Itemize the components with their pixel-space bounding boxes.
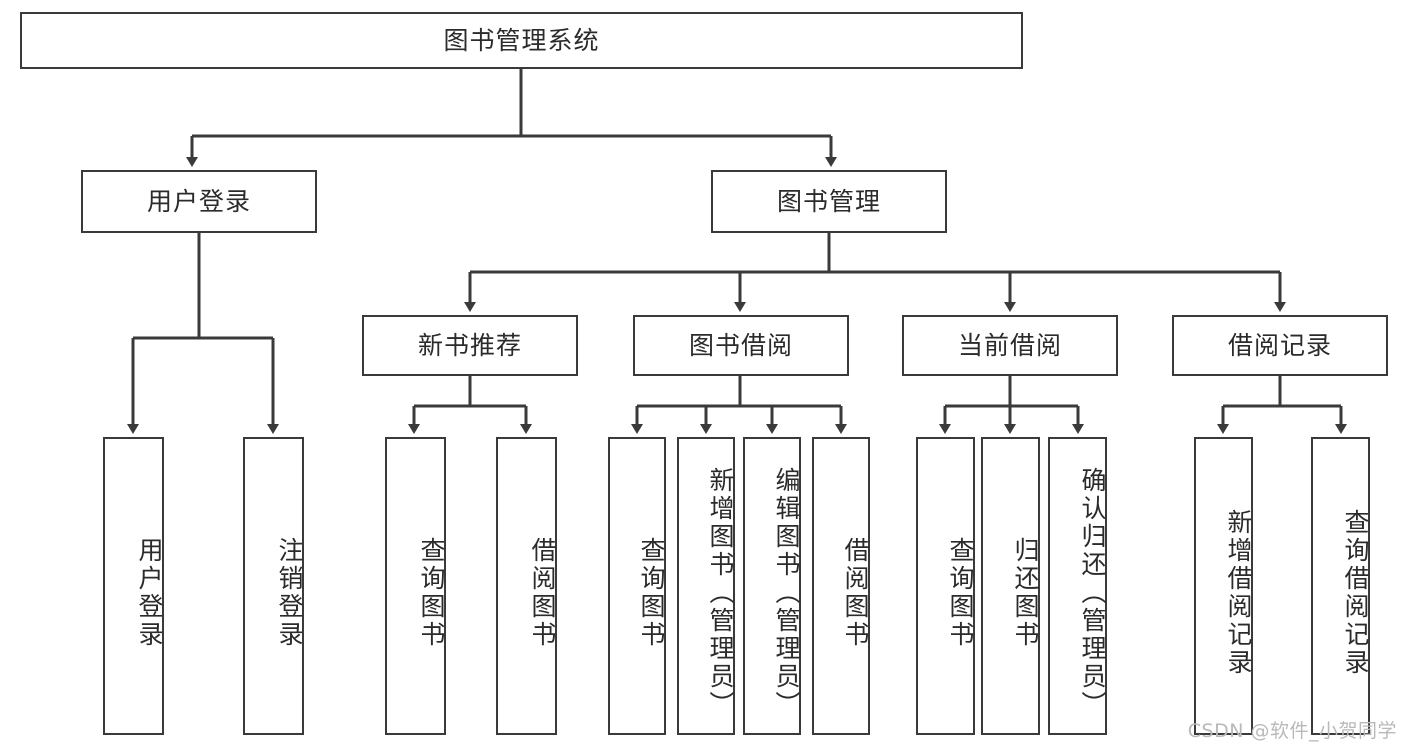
leaf-label: 新增借阅记录 (1224, 509, 1253, 677)
node-book-manage[interactable]: 图书管理 (711, 170, 947, 233)
leaf-label: 确认归还（管理员） (1078, 467, 1107, 719)
leaf-query-book-current[interactable]: 查询图书 (916, 437, 975, 735)
node-borrow-record[interactable]: 借阅记录 (1172, 315, 1388, 376)
leaf-label: 用户登录 (135, 537, 164, 649)
leaf-label: 查询图书 (946, 537, 975, 649)
leaf-confirm-return[interactable]: 确认归还（管理员） (1048, 437, 1107, 735)
node-book-borrow[interactable]: 图书借阅 (633, 315, 849, 376)
node-user-login[interactable]: 用户登录 (81, 170, 317, 233)
csdn-watermark: CSDN @软件_小贺同学 (1187, 720, 1397, 742)
leaf-borrow-book[interactable]: 借阅图书 (812, 437, 870, 735)
node-current-borrow[interactable]: 当前借阅 (902, 315, 1118, 376)
leaf-label: 借阅图书 (841, 537, 870, 649)
leaf-label: 注销登录 (275, 537, 304, 649)
leaf-add-borrow-record[interactable]: 新增借阅记录 (1194, 437, 1253, 735)
leaf-return-book[interactable]: 归还图书 (981, 437, 1040, 735)
leaf-label: 编辑图书（管理员） (772, 467, 801, 719)
leaf-edit-book[interactable]: 编辑图书（管理员） (743, 437, 801, 735)
leaf-label: 查询图书 (637, 537, 666, 649)
leaf-query-borrow-record[interactable]: 查询借阅记录 (1311, 437, 1370, 735)
leaf-query-book-borrow[interactable]: 查询图书 (608, 437, 666, 735)
leaf-label: 查询图书 (417, 537, 446, 649)
leaf-label: 新增图书（管理员） (706, 467, 735, 719)
leaf-label: 查询借阅记录 (1341, 509, 1370, 677)
leaf-user-login[interactable]: 用户登录 (103, 437, 164, 735)
leaf-label: 借阅图书 (528, 537, 557, 649)
node-new-book-recommend[interactable]: 新书推荐 (362, 315, 578, 376)
leaf-borrow-book-recommend[interactable]: 借阅图书 (496, 437, 557, 735)
leaf-add-book[interactable]: 新增图书（管理员） (677, 437, 735, 735)
leaf-label: 归还图书 (1011, 537, 1040, 649)
node-root-system[interactable]: 图书管理系统 (20, 12, 1023, 69)
leaf-user-logout[interactable]: 注销登录 (243, 437, 304, 735)
leaf-query-book-recommend[interactable]: 查询图书 (385, 437, 446, 735)
